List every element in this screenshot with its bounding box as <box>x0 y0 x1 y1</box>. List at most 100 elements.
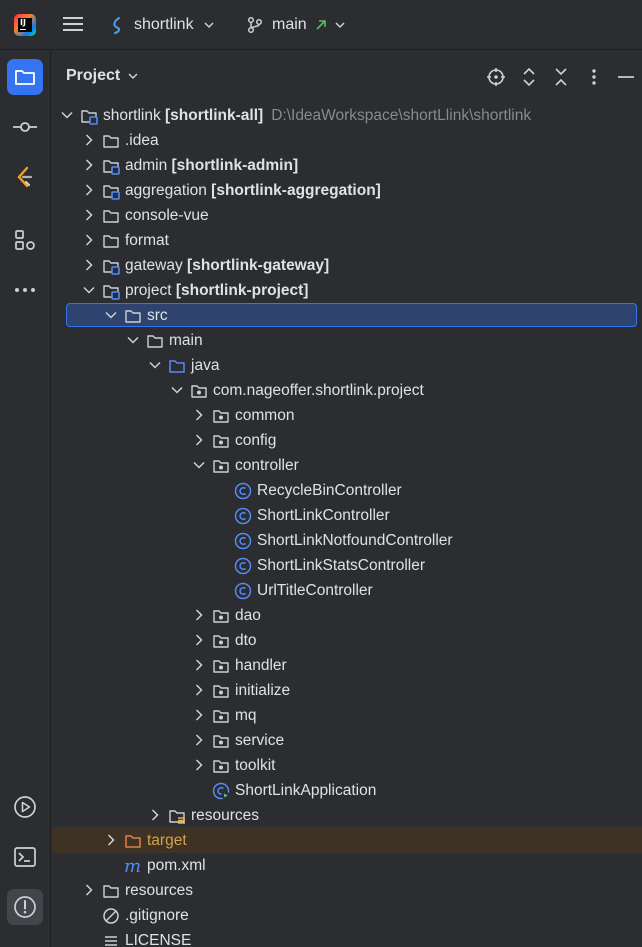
chevron-right-icon[interactable] <box>192 758 206 772</box>
tree-row[interactable]: common <box>52 403 642 428</box>
collapse-all-button[interactable] <box>549 65 573 89</box>
leetcode-tool-button[interactable] <box>7 159 43 195</box>
tree-row[interactable]: ShortLinkStatsController <box>52 553 642 578</box>
node-name: dao <box>235 607 261 624</box>
tree-row-label: handler <box>235 656 287 675</box>
intellij-logo-icon[interactable]: IJ <box>14 14 36 36</box>
chevron-right-icon[interactable] <box>82 233 96 247</box>
node-name: handler <box>235 657 287 674</box>
terminal-tool-button[interactable] <box>7 839 43 875</box>
java-class-icon <box>234 582 252 600</box>
chevron-right-icon[interactable] <box>192 408 206 422</box>
tree-row[interactable]: service <box>52 728 642 753</box>
run-tool-button[interactable] <box>7 789 43 825</box>
chevron-right-icon[interactable] <box>192 733 206 747</box>
tree-row-label: ShortLinkNotfoundController <box>257 531 453 550</box>
tree-row[interactable]: ShortLinkController <box>52 503 642 528</box>
text-file-icon <box>105 936 117 946</box>
tree-row[interactable]: java <box>52 353 642 378</box>
tree-row[interactable]: src <box>52 303 642 328</box>
chevron-down-icon[interactable] <box>126 333 140 347</box>
hide-panel-button[interactable] <box>614 65 638 89</box>
tree-row-label: com.nageoffer.shortlink.project <box>213 381 424 400</box>
tree-row[interactable]: ShortLinkApplication <box>52 778 642 803</box>
tree-row[interactable]: ShortLinkNotfoundController <box>52 528 642 553</box>
main-menu-button[interactable] <box>60 14 86 36</box>
module-name: [shortlink-admin] <box>167 157 299 174</box>
tree-row[interactable]: handler <box>52 653 642 678</box>
chevron-right-icon[interactable] <box>82 158 96 172</box>
tree-row[interactable]: config <box>52 428 642 453</box>
tree-row[interactable]: UrlTitleController <box>52 578 642 603</box>
collapse-all-icon <box>555 68 567 86</box>
chevron-right-icon[interactable] <box>192 633 206 647</box>
project-tool-button[interactable] <box>7 59 43 95</box>
crosshair-icon <box>487 68 505 86</box>
tree-row[interactable]: project [shortlink-project] <box>52 278 642 303</box>
chevron-right-icon[interactable] <box>192 708 206 722</box>
tree-row-label: .idea <box>125 131 159 150</box>
tree-row-label: gateway [shortlink-gateway] <box>125 256 329 275</box>
tree-row[interactable]: resources <box>52 878 642 903</box>
tree-row[interactable]: main <box>52 328 642 353</box>
chevron-right-icon[interactable] <box>192 608 206 622</box>
chevron-right-icon[interactable] <box>82 258 96 272</box>
package-icon <box>213 635 229 648</box>
tree-row-label: .gitignore <box>125 906 189 925</box>
structure-tool-button[interactable] <box>7 222 43 258</box>
tree-row[interactable]: format <box>52 228 642 253</box>
more-tool-windows-button[interactable] <box>7 272 43 308</box>
chevron-down-icon[interactable] <box>192 458 206 472</box>
tree-row[interactable]: mq <box>52 703 642 728</box>
chevron-right-icon[interactable] <box>82 183 96 197</box>
leetcode-icon <box>17 166 33 188</box>
chevron-right-icon[interactable] <box>82 133 96 147</box>
tree-row[interactable]: aggregation [shortlink-aggregation] <box>52 178 642 203</box>
vcs-branch-widget[interactable]: main <box>246 12 345 38</box>
chevron-down-icon[interactable] <box>104 308 118 322</box>
chevron-down-icon[interactable] <box>148 358 162 372</box>
view-selector[interactable]: Project <box>66 67 138 85</box>
expand-all-icon <box>523 67 535 87</box>
tree-root-row[interactable]: shortlink [shortlink-all]D:\IdeaWorkspac… <box>52 103 642 128</box>
chevron-right-icon[interactable] <box>82 883 96 897</box>
module-folder-icon <box>103 160 120 175</box>
chevron-down-icon[interactable] <box>60 108 74 122</box>
chevron-right-icon[interactable] <box>104 833 118 847</box>
tree-row-label: toolkit <box>235 756 276 775</box>
tree-row[interactable]: controller <box>52 453 642 478</box>
chevron-right-icon[interactable] <box>192 658 206 672</box>
tree-row[interactable]: resources <box>52 803 642 828</box>
tree-row[interactable]: LICENSE <box>52 928 642 947</box>
chevron-right-icon[interactable] <box>148 808 162 822</box>
chevron-down-icon[interactable] <box>170 383 184 397</box>
svg-text:m: m <box>124 857 141 875</box>
node-name: main <box>169 332 203 349</box>
chevron-right-icon[interactable] <box>192 433 206 447</box>
expand-all-button[interactable] <box>517 65 541 89</box>
tree-row[interactable]: gateway [shortlink-gateway] <box>52 253 642 278</box>
tree-row[interactable]: console-vue <box>52 203 642 228</box>
chevron-down-icon[interactable] <box>82 283 96 297</box>
tree-row[interactable]: .gitignore <box>52 903 642 928</box>
options-button[interactable] <box>582 65 606 89</box>
commit-tool-button[interactable] <box>7 109 43 145</box>
chevron-right-icon[interactable] <box>192 683 206 697</box>
tree-row[interactable]: dto <box>52 628 642 653</box>
node-name: gateway <box>125 257 183 274</box>
tree-row[interactable]: target <box>52 828 642 853</box>
tree-row[interactable]: .idea <box>52 128 642 153</box>
tree-row[interactable]: dao <box>52 603 642 628</box>
project-widget[interactable]: shortlink <box>110 12 214 38</box>
tree-row[interactable]: toolkit <box>52 753 642 778</box>
node-name: ShortLinkNotfoundController <box>257 532 453 549</box>
node-name: console-vue <box>125 207 209 224</box>
problems-tool-button[interactable] <box>7 889 43 925</box>
tree-row[interactable]: admin [shortlink-admin] <box>52 153 642 178</box>
tree-row[interactable]: initialize <box>52 678 642 703</box>
tree-row[interactable]: RecycleBinController <box>52 478 642 503</box>
select-opened-file-button[interactable] <box>484 65 508 89</box>
chevron-right-icon[interactable] <box>82 208 96 222</box>
tree-row[interactable]: com.nageoffer.shortlink.project <box>52 378 642 403</box>
